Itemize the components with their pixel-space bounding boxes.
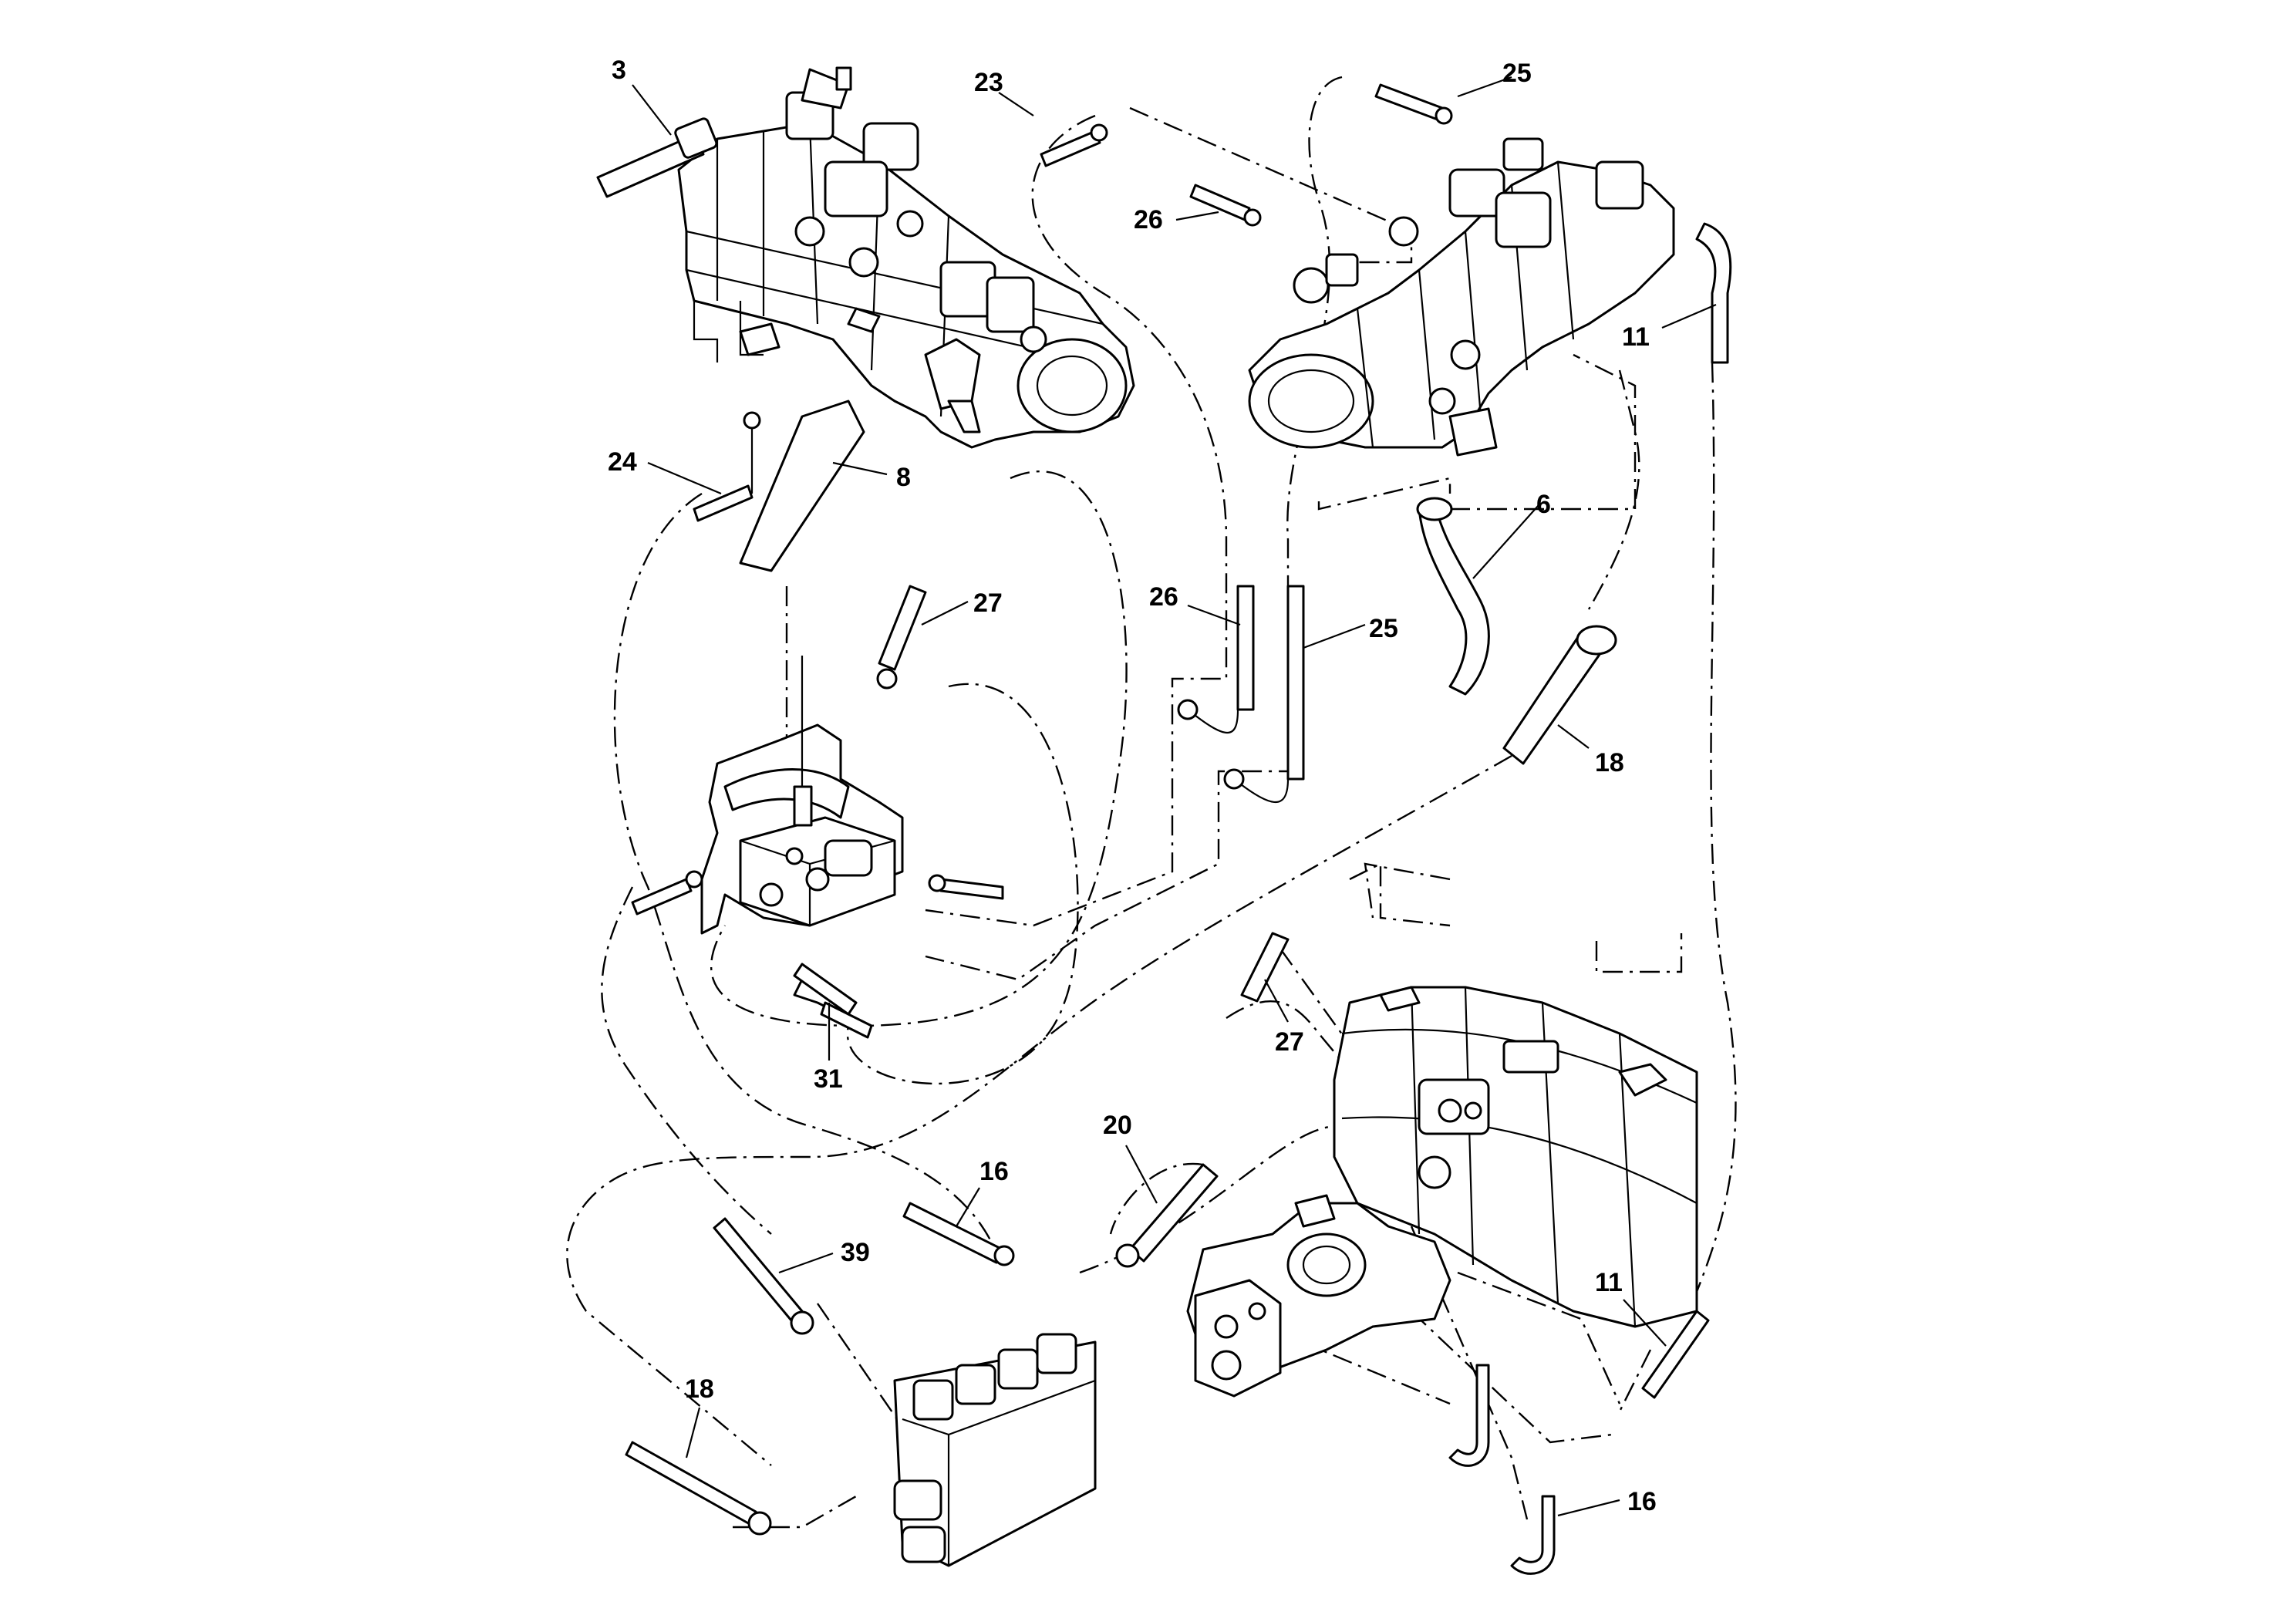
leader-lines xyxy=(632,76,1717,1517)
callout-25-mid: 25 xyxy=(1369,614,1398,643)
callout-6: 6 xyxy=(1536,490,1551,519)
valve-block-bottom xyxy=(893,1333,1097,1567)
callout-26-top: 26 xyxy=(1134,205,1163,234)
callout-23: 23 xyxy=(974,68,1003,97)
fitting-25-top xyxy=(1374,83,1453,125)
callout-16-lower: 16 xyxy=(1627,1487,1657,1516)
hose-route-12 xyxy=(1317,353,1637,511)
callout-24: 24 xyxy=(608,447,637,477)
hose-route-10 xyxy=(1226,1000,1358,1081)
motor-drum-assembly xyxy=(1186,986,1698,1398)
hose-39 xyxy=(713,1217,814,1335)
hose-8 xyxy=(739,400,865,572)
callout-31: 31 xyxy=(814,1064,843,1094)
fitting-24 xyxy=(693,411,761,522)
callout-26-mid: 26 xyxy=(1149,582,1178,612)
hose-route-8 xyxy=(566,754,1512,1466)
callout-39: 39 xyxy=(841,1238,870,1267)
hose-route-6 xyxy=(846,683,1079,1085)
callout-18-lower: 18 xyxy=(685,1374,714,1404)
hose-18-top xyxy=(1502,625,1617,765)
callout-labels: 3 23 25 26 11 24 8 6 27 26 25 18 27 31 2… xyxy=(608,56,1657,1516)
callout-8: 8 xyxy=(896,463,911,492)
hose-16-lower xyxy=(1448,1364,1556,1575)
fitting-26-top xyxy=(1189,184,1262,227)
hose-route-19 xyxy=(1410,1226,1613,1520)
callout-11-lower: 11 xyxy=(1595,1268,1623,1297)
callout-11-top: 11 xyxy=(1622,322,1650,352)
callout-20: 20 xyxy=(1103,1111,1132,1140)
fitting-23 xyxy=(1040,123,1108,167)
hose-route-21 xyxy=(1109,1162,1204,1235)
hose-6 xyxy=(1416,497,1490,696)
hose-fittings-26-25 xyxy=(1177,585,1305,804)
hose-route-2 xyxy=(1129,106,1413,264)
hose-route-9 xyxy=(601,886,772,1235)
hose-route-1 xyxy=(925,114,1228,927)
callout-27-top: 27 xyxy=(973,588,1003,618)
fitting-3 xyxy=(596,117,718,198)
callout-3: 3 xyxy=(612,56,626,85)
hose-route-18 xyxy=(1264,1271,1621,1405)
hose-11-lower xyxy=(1641,1310,1710,1399)
hose-20 xyxy=(1115,1163,1219,1268)
hose-route-14 xyxy=(1349,862,1451,927)
hose-route-15 xyxy=(1595,933,1683,973)
callout-25-top: 25 xyxy=(1502,59,1532,88)
callout-18-top: 18 xyxy=(1595,748,1624,777)
hose-route-4 xyxy=(710,470,1128,1027)
valve-block-center xyxy=(631,656,1004,1039)
fitting-31 xyxy=(793,963,858,1016)
hose-route-5 xyxy=(613,492,996,1250)
hose-route-20 xyxy=(1618,1349,1652,1412)
hose-route-11 xyxy=(1587,369,1640,610)
hose-18-lower xyxy=(625,1441,772,1536)
fitting-27-top xyxy=(876,585,927,690)
callout-27-lower: 27 xyxy=(1275,1027,1304,1057)
callout-16-mid: 16 xyxy=(979,1157,1009,1186)
fitting-27-lower xyxy=(1240,932,1290,1003)
hose-11-right xyxy=(1695,222,1732,364)
pump-assembly-right xyxy=(1248,137,1675,457)
hose-route-16 xyxy=(1279,948,1381,1088)
hose-route-13 xyxy=(1687,362,1737,1312)
pump-assembly-left xyxy=(677,66,1135,449)
hose-16-upper xyxy=(902,1202,1015,1266)
